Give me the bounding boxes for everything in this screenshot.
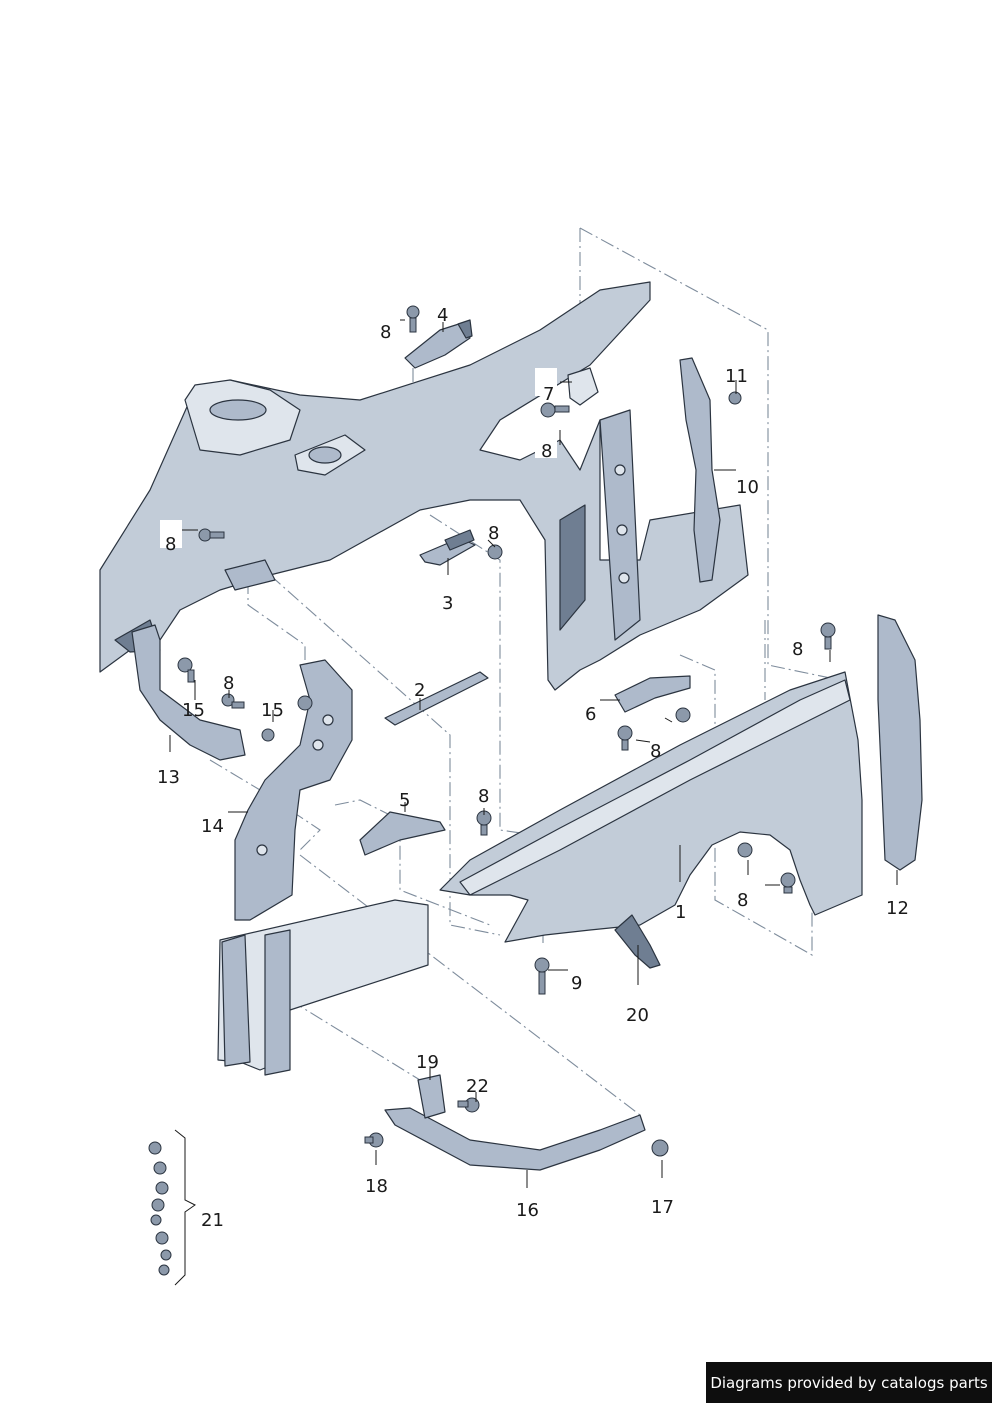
callout-13: 13 — [157, 767, 180, 788]
part-6-bracket — [614, 675, 691, 713]
fasteners — [148, 305, 836, 1276]
callout-4: 4 — [437, 305, 448, 326]
callout-20: 20 — [626, 1005, 649, 1026]
callout-5: 5 — [399, 790, 410, 811]
callout-12: 12 — [886, 898, 909, 919]
callout-8-arch: 8 — [737, 890, 748, 911]
part-20-pad — [614, 914, 661, 969]
callout-14: 14 — [201, 816, 224, 837]
part-5-bracket — [359, 811, 446, 856]
credit-banner: Diagrams provided by catalogs parts — [706, 1362, 992, 1403]
callout-1: 1 — [675, 902, 686, 923]
part-19-bracket — [417, 1074, 446, 1119]
callout-8-pillar: 8 — [541, 441, 552, 462]
label-masks — [160, 368, 557, 548]
callout-8-left: 8 — [165, 534, 176, 555]
part-13-bracket — [131, 624, 246, 761]
callout-numbers: 1 2 3 4 5 6 7 9 10 11 12 13 14 15 15 16 … — [157, 305, 909, 1231]
part-12-liner — [877, 614, 923, 871]
callout-18: 18 — [365, 1176, 388, 1197]
callout-9: 9 — [571, 973, 582, 994]
part-3-bracket — [419, 529, 476, 566]
part-2-strip — [384, 671, 489, 726]
part-4-bracket — [404, 319, 473, 369]
callout-3: 3 — [442, 593, 453, 614]
callout-22: 22 — [466, 1076, 489, 1097]
callout-8-bracket: 8 — [223, 673, 234, 694]
callout-10: 10 — [736, 477, 759, 498]
callout-8-fender-mid: 8 — [650, 741, 661, 762]
part-1-fender — [439, 671, 863, 943]
callout-7: 7 — [543, 384, 554, 405]
callout-2: 2 — [414, 680, 425, 701]
callout-15b: 15 — [261, 700, 284, 721]
callout-6: 6 — [585, 704, 596, 725]
part-10-seal-strip — [679, 357, 721, 583]
callout-8-center: 8 — [488, 523, 499, 544]
leader-lines — [169, 319, 898, 1286]
callout-8-fender-top: 8 — [792, 639, 803, 660]
part-14-side-carrier — [234, 659, 353, 921]
callout-11: 11 — [725, 366, 748, 387]
callout-8-top: 8 — [380, 322, 391, 343]
callout-21: 21 — [201, 1210, 224, 1231]
part-7-bracket — [567, 367, 599, 406]
callout-8-fender-left: 8 — [478, 786, 489, 807]
callout-16: 16 — [516, 1200, 539, 1221]
callout-17: 17 — [651, 1197, 674, 1218]
callout-19: 19 — [416, 1052, 439, 1073]
crash-box-assembly — [217, 899, 429, 1076]
callout-15a: 15 — [182, 700, 205, 721]
part-16-strip — [384, 1107, 646, 1171]
